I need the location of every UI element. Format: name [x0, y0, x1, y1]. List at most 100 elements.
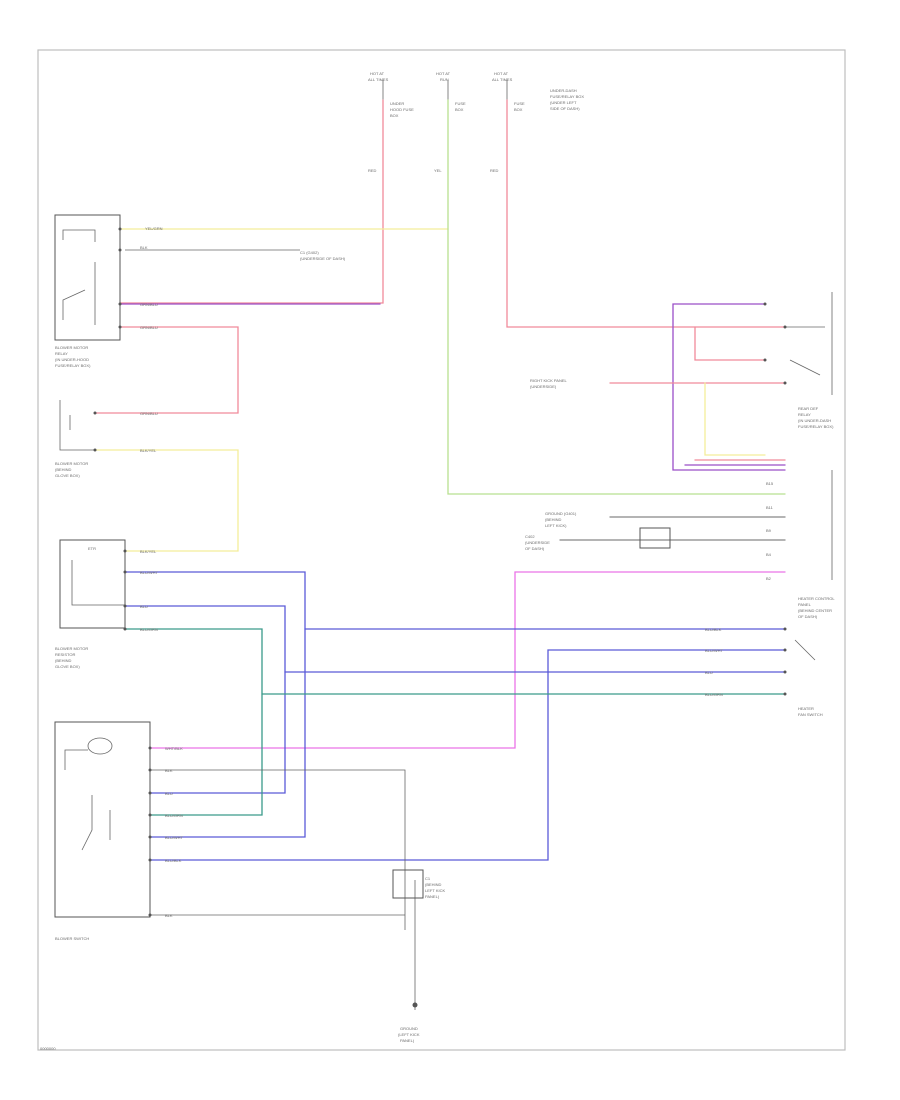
svg-text:YEL: YEL: [434, 168, 442, 173]
svg-text:BLK: BLK: [140, 245, 148, 250]
diagram-frame: [37, 49, 846, 1051]
svg-text:SIDE OF DASH): SIDE OF DASH): [550, 106, 580, 111]
svg-text:LEFT KICK: LEFT KICK: [425, 888, 445, 893]
svg-text:C1: C1: [425, 876, 431, 881]
svg-text:(IN UNDER-HOOD: (IN UNDER-HOOD: [55, 357, 89, 362]
svg-text:C1 (G402): C1 (G402): [300, 250, 319, 255]
svg-text:ALL TIMES: ALL TIMES: [368, 77, 389, 82]
svg-text:(BEHIND: (BEHIND: [425, 882, 442, 887]
svg-text:PANEL): PANEL): [425, 894, 440, 899]
svg-text:BLU/GRN: BLU/GRN: [165, 813, 183, 818]
footer-code: 0000000: [40, 1046, 56, 1051]
svg-text:GROUND: GROUND: [400, 1026, 418, 1031]
svg-text:BLU/GRN: BLU/GRN: [140, 627, 158, 632]
svg-text:B15: B15: [766, 481, 774, 486]
wire-yellow-right: [704, 382, 766, 456]
svg-text:HEATER: HEATER: [798, 706, 814, 711]
component-blower-switch: BLOWER SWITCH: [54, 721, 152, 941]
wire-magenta: [149, 571, 786, 749]
svg-text:ETR: ETR: [88, 546, 96, 551]
wire-green-run-feed: [447, 99, 786, 495]
svg-text:(BEHIND: (BEHIND: [55, 658, 72, 663]
wire-yellow-sensor: [94, 449, 239, 552]
wire-blue-2: [124, 605, 286, 794]
svg-text:BLU/WHT: BLU/WHT: [140, 570, 159, 575]
svg-text:(BEHIND CENTER: (BEHIND CENTER: [798, 608, 832, 613]
svg-text:B9: B9: [766, 528, 772, 533]
svg-text:UNDER-DASH: UNDER-DASH: [550, 88, 577, 93]
svg-text:BLU/WHT: BLU/WHT: [165, 835, 184, 840]
svg-text:BLU/WHT: BLU/WHT: [705, 648, 724, 653]
svg-text:BOX: BOX: [514, 107, 523, 112]
svg-text:BLOWER MOTOR: BLOWER MOTOR: [55, 461, 88, 466]
svg-text:GRN/BLU: GRN/BLU: [140, 325, 158, 330]
wire-red-right-branch: [694, 326, 766, 361]
svg-text:RUN: RUN: [440, 77, 449, 82]
svg-text:PANEL: PANEL: [798, 602, 812, 607]
svg-text:BLOWER MOTOR: BLOWER MOTOR: [55, 646, 88, 651]
svg-text:FUSE/RELAY BOX: FUSE/RELAY BOX: [550, 94, 584, 99]
svg-text:OF DASH): OF DASH): [798, 614, 818, 619]
svg-text:GRN/BLU: GRN/BLU: [140, 302, 158, 307]
svg-text:GLOVE BOX): GLOVE BOX): [55, 664, 80, 669]
svg-text:RED: RED: [490, 168, 499, 173]
wire-purple-right-bus: [672, 303, 786, 471]
svg-text:B11: B11: [766, 505, 774, 510]
svg-text:(UNDER LEFT: (UNDER LEFT: [550, 100, 577, 105]
svg-text:B4: B4: [766, 552, 772, 557]
svg-text:GRN/BLU: GRN/BLU: [140, 411, 158, 416]
svg-text:BLK/YEL: BLK/YEL: [140, 448, 157, 453]
svg-text:BLU: BLU: [165, 791, 173, 796]
svg-text:(UNDERSIDE): (UNDERSIDE): [530, 384, 557, 389]
wire-blue-long-2: [149, 649, 786, 861]
svg-text:FUSE/RELAY BOX): FUSE/RELAY BOX): [55, 363, 91, 368]
wire-red-left-feed: [119, 99, 384, 304]
svg-text:C402: C402: [525, 534, 535, 539]
svg-text:FUSE: FUSE: [514, 101, 525, 106]
svg-text:FUSE/RELAY BOX): FUSE/RELAY BOX): [798, 424, 834, 429]
svg-text:BOX: BOX: [390, 113, 399, 118]
svg-text:RIGHT KICK PANEL: RIGHT KICK PANEL: [530, 378, 568, 383]
svg-text:LEFT KICK): LEFT KICK): [545, 523, 567, 528]
svg-text:RELAY: RELAY: [55, 351, 68, 356]
svg-text:BLU: BLU: [705, 670, 713, 675]
svg-text:BLU/BLK: BLU/BLK: [165, 858, 182, 863]
wire-teal: [124, 628, 263, 816]
svg-text:(UNDERSIDE OF DASH): (UNDERSIDE OF DASH): [300, 256, 346, 261]
svg-text:HOOD FUSE: HOOD FUSE: [390, 107, 414, 112]
svg-text:(IN UNDER-DASH: (IN UNDER-DASH: [798, 418, 831, 423]
svg-text:PANEL): PANEL): [400, 1038, 415, 1043]
wire-blue-1: [124, 571, 306, 838]
svg-text:BOX: BOX: [455, 107, 464, 112]
svg-text:FUSE: FUSE: [455, 101, 466, 106]
svg-text:BLOWER SWITCH: BLOWER SWITCH: [55, 936, 89, 941]
svg-text:HOT AT: HOT AT: [370, 71, 385, 76]
wires: [94, 99, 786, 1010]
svg-text:YEL/GRN: YEL/GRN: [145, 226, 163, 231]
svg-text:GROUND (G401): GROUND (G401): [545, 511, 577, 516]
svg-text:RESISTOR: RESISTOR: [55, 652, 75, 657]
svg-text:WHT/BLK: WHT/BLK: [165, 746, 183, 751]
svg-text:HOT AT: HOT AT: [494, 71, 509, 76]
svg-text:BLU: BLU: [140, 604, 148, 609]
svg-text:(LEFT KICK: (LEFT KICK: [398, 1032, 420, 1037]
wire-red-relay-to-sensor: [94, 326, 239, 414]
svg-text:UNDER: UNDER: [390, 101, 404, 106]
wire-color-labels: YEL/GRN BLK GRN/BLU GRN/BLU GRN/BLU BLK/…: [140, 226, 724, 918]
svg-text:OF DASH): OF DASH): [525, 546, 545, 551]
svg-text:BLK/YEL: BLK/YEL: [140, 549, 157, 554]
wire-red-right-feed: [506, 99, 786, 328]
svg-text:REAR DEF: REAR DEF: [798, 406, 819, 411]
svg-text:RED: RED: [368, 168, 377, 173]
svg-text:B2: B2: [766, 576, 772, 581]
svg-text:BLU/BLK: BLU/BLK: [705, 627, 722, 632]
svg-text:BLK: BLK: [165, 768, 173, 773]
